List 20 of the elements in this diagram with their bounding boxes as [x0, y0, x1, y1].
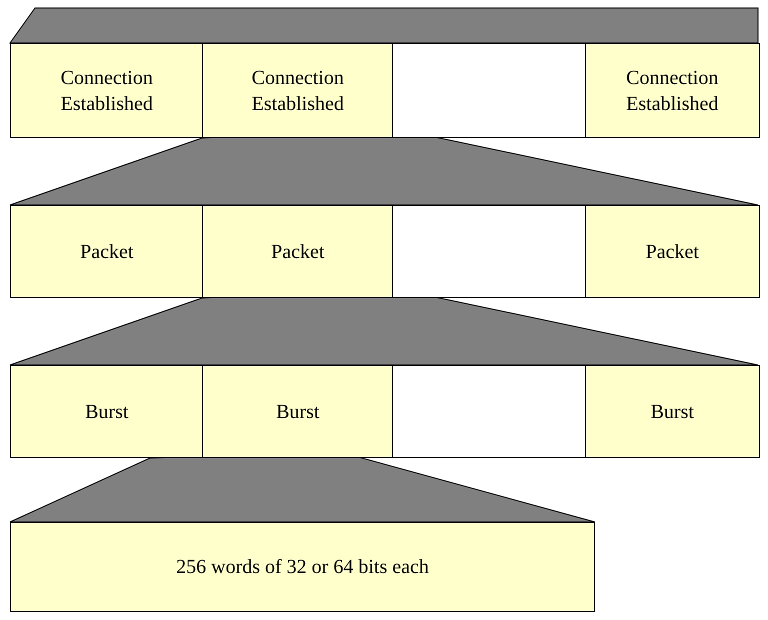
box-label: Burst [85, 400, 128, 424]
box-label: Packet [80, 240, 134, 264]
text-box [10, 205, 204, 298]
box-label: 256 words of 32 or 64 bits each [176, 555, 429, 580]
box-label: Connection Established [625, 66, 720, 116]
box-label: Packet [646, 240, 699, 264]
text-box [10, 522, 595, 612]
text-box [585, 43, 760, 138]
box-label: Connection Established [60, 66, 154, 116]
text-box [585, 205, 760, 298]
text-box [202, 205, 394, 298]
text-box [10, 43, 204, 138]
text-box [585, 365, 760, 458]
text-box [202, 43, 394, 138]
text-box [10, 365, 204, 458]
text-box [202, 365, 394, 458]
box-label: Connection Established [250, 66, 345, 116]
box-label: Packet [271, 240, 324, 264]
box-label: Burst [650, 400, 694, 424]
box-label: Burst [276, 400, 320, 424]
